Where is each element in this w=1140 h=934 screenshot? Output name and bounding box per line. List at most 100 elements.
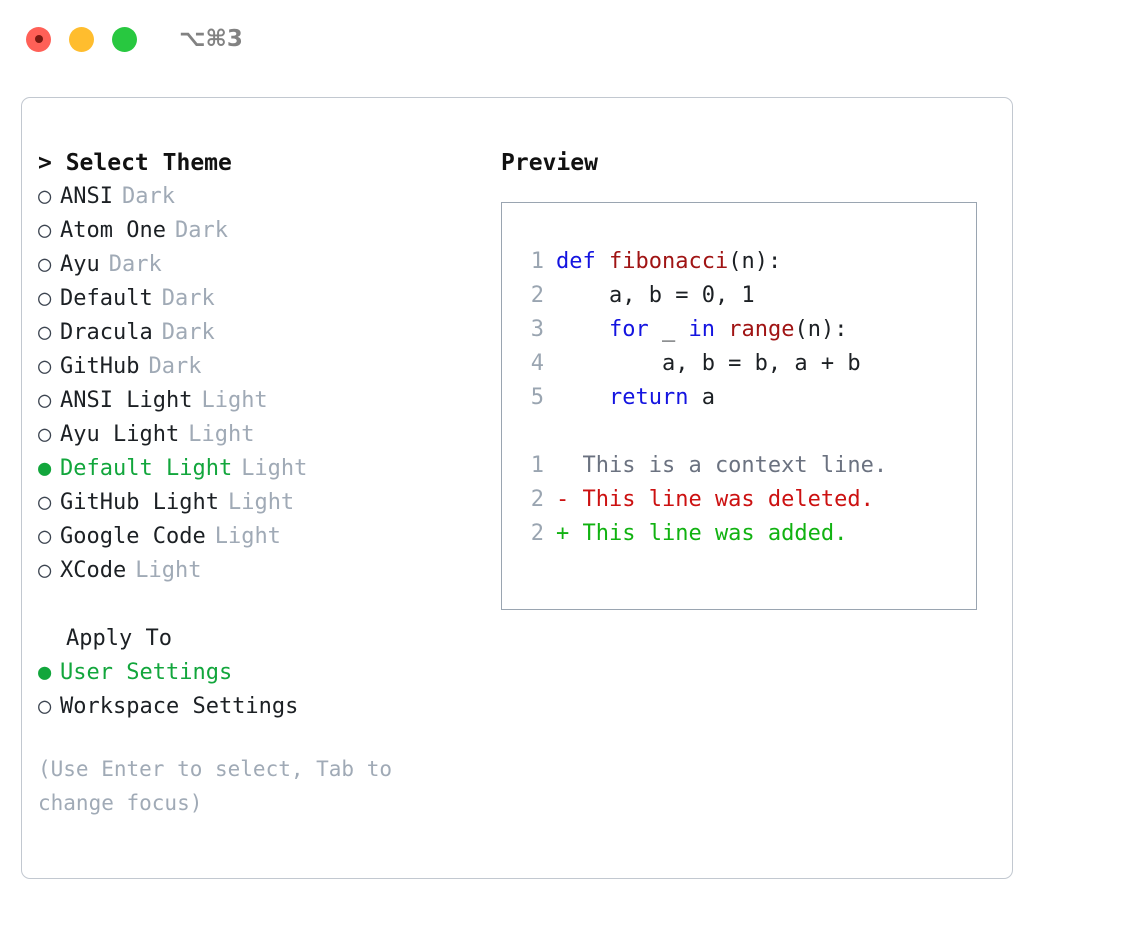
theme-list-item[interactable]: ○ Dracula Dark <box>38 316 478 350</box>
theme-variant-label: Light <box>241 456 308 481</box>
apply-to-option[interactable]: ○ Workspace Settings <box>38 690 478 724</box>
radio-unselected-icon[interactable]: ○ <box>38 184 52 209</box>
theme-list-item[interactable]: ○ Ayu Light Light <box>38 418 478 452</box>
theme-name-label: Default Light <box>60 456 233 481</box>
line-number: 5 <box>530 385 544 410</box>
theme-list-item[interactable]: ○ GitHub Light Light <box>38 486 478 520</box>
line-number: 2 <box>530 487 544 512</box>
code-token: in <box>688 317 715 342</box>
theme-variant-label: Light <box>135 558 202 583</box>
code-token: a, b = 0, 1 <box>556 283 755 308</box>
zoom-window-icon[interactable] <box>112 26 137 52</box>
theme-name-label: XCode <box>60 558 127 583</box>
theme-name-label: Default <box>60 286 153 311</box>
title-bar: ⌥⌘3 <box>0 0 1140 78</box>
apply-to-heading: Apply To <box>66 626 172 651</box>
theme-name-label: Ayu <box>60 252 100 277</box>
apply-to-option[interactable]: ● User Settings <box>38 656 478 690</box>
radio-selected-icon[interactable]: ● <box>38 456 52 481</box>
radio-unselected-icon[interactable]: ○ <box>38 558 52 583</box>
preview-heading: Preview <box>501 150 598 176</box>
radio-unselected-icon[interactable]: ○ <box>38 524 52 549</box>
theme-name-label: ANSI <box>60 184 113 209</box>
code-token: def <box>556 249 609 274</box>
theme-name-label: GitHub <box>60 354 140 379</box>
theme-variant-label: Dark <box>108 252 162 277</box>
apply-to-list[interactable]: ● User Settings ○ Workspace Settings <box>38 656 478 724</box>
theme-name-label: Ayu Light <box>60 422 180 447</box>
theme-name-label: GitHub Light <box>60 490 219 515</box>
code-text: a, b = 0, 1 <box>556 279 755 313</box>
theme-variant-label: Light <box>214 524 281 549</box>
radio-unselected-icon[interactable]: ○ <box>38 490 52 515</box>
apply-to-label: Workspace Settings <box>60 694 299 719</box>
theme-list-item[interactable]: ○ Ayu Dark <box>38 248 478 282</box>
select-theme-heading: > Select Theme <box>38 150 232 176</box>
theme-variant-label: Light <box>201 388 268 413</box>
minimize-window-icon[interactable] <box>69 26 94 52</box>
code-line: 3 for _ in range(n): <box>508 313 970 347</box>
diff-sample: 1 This is a context line. 2 - This line wa… <box>508 449 970 551</box>
radio-unselected-icon[interactable]: ○ <box>38 218 52 243</box>
radio-unselected-icon[interactable]: ○ <box>38 694 52 719</box>
apply-to-label: User Settings <box>60 660 233 685</box>
radio-unselected-icon[interactable]: ○ <box>38 422 52 447</box>
line-number: 1 <box>530 249 544 274</box>
code-token: a <box>688 385 715 410</box>
line-number: 3 <box>530 317 544 342</box>
code-token <box>715 317 728 342</box>
theme-variant-label: Light <box>188 422 255 447</box>
code-preview-area: 1 def fibonacci (n): 2 a, b = 0, 1 3 for _ i… <box>508 245 970 551</box>
diff-text: This is a context line. <box>556 453 888 478</box>
theme-variant-label: Dark <box>161 320 215 345</box>
theme-list-item[interactable]: ○ XCode Light <box>38 554 478 588</box>
diff-line: 2 + This line was added. <box>508 517 970 551</box>
radio-unselected-icon[interactable]: ○ <box>38 354 52 379</box>
close-window-icon[interactable] <box>26 26 51 52</box>
diff-text: - This line was deleted. <box>556 487 874 512</box>
preview-box: 1 def fibonacci (n): 2 a, b = 0, 1 3 for _ i… <box>501 202 977 610</box>
theme-list-item[interactable]: ○ Google Code Light <box>38 520 478 554</box>
theme-variant-label: Dark <box>148 354 202 379</box>
theme-variant-label: Light <box>227 490 295 515</box>
code-token: a, b = b, a + b <box>556 351 861 376</box>
line-number: 2 <box>530 521 544 546</box>
theme-name-label: Atom One <box>60 218 166 243</box>
diff-line: 2 - This line was deleted. <box>508 483 970 517</box>
theme-name-label: Dracula <box>60 320 153 345</box>
line-number: 1 <box>530 453 544 478</box>
code-token: fibonacci <box>608 249 729 274</box>
code-token: _ <box>648 317 689 342</box>
code-token: (n): <box>794 317 848 342</box>
radio-unselected-icon[interactable]: ○ <box>38 320 52 345</box>
theme-name-label: Google Code <box>60 524 206 549</box>
theme-list-item[interactable]: ● Default Light Light <box>38 452 478 486</box>
diff-text: + This line was added. <box>556 521 848 546</box>
radio-unselected-icon[interactable]: ○ <box>38 286 52 311</box>
theme-list-item[interactable]: ○ GitHub Dark <box>38 350 478 384</box>
theme-list-item[interactable]: ○ Atom One Dark <box>38 214 478 248</box>
line-number: 4 <box>530 351 544 376</box>
code-token: range <box>728 317 795 342</box>
code-text: return a <box>556 381 715 415</box>
line-number: 2 <box>530 283 544 308</box>
traffic-lights <box>26 26 137 52</box>
diff-line: 1 This is a context line. <box>508 449 970 483</box>
theme-variant-label: Dark <box>174 218 228 243</box>
list-spacer <box>38 588 478 622</box>
preview-column: Preview 1 def fibonacci (n): 2 a, b = 0, 1 3… <box>501 146 991 610</box>
code-token: return <box>608 385 689 410</box>
code-token: for <box>608 317 649 342</box>
radio-selected-icon[interactable]: ● <box>38 660 52 685</box>
diff-spacer <box>508 415 970 449</box>
radio-unselected-icon[interactable]: ○ <box>38 388 52 413</box>
code-text: a, b = b, a + b <box>556 347 861 381</box>
radio-unselected-icon[interactable]: ○ <box>38 252 52 277</box>
